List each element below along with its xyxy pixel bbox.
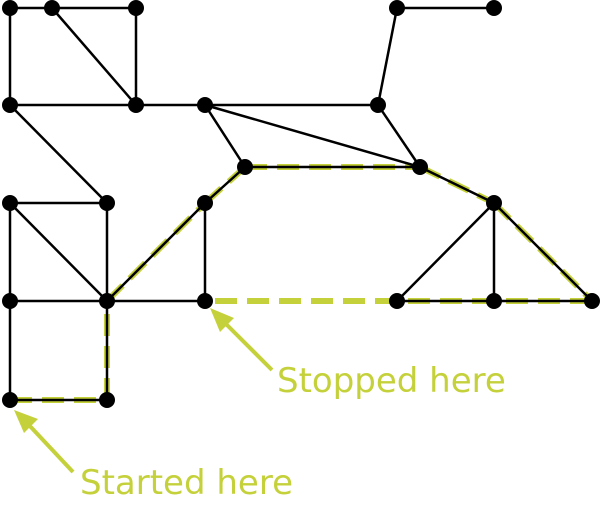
start-label: Started here — [80, 463, 293, 503]
graph-node — [197, 97, 213, 113]
graph-edge — [106, 202, 206, 302]
graph-node — [486, 0, 502, 16]
graph-edge — [419, 165, 495, 205]
graph-node — [128, 0, 144, 16]
graph-nodes — [2, 0, 600, 408]
stop-label: Stopped here — [277, 361, 506, 401]
graph-node — [2, 392, 18, 408]
graph-node — [44, 0, 60, 16]
graph-edge — [51, 7, 137, 106]
start-arrow-head — [14, 410, 38, 433]
graph-node — [99, 195, 115, 211]
stop-annotation: Stopped here — [210, 308, 506, 401]
graph-node — [128, 97, 144, 113]
graph-node — [2, 0, 18, 16]
graph-edge — [376, 7, 399, 106]
graph-edge — [396, 202, 495, 302]
graph-node — [412, 159, 428, 175]
graph-node — [486, 195, 502, 211]
graph-edge — [204, 166, 246, 204]
graph-node — [486, 293, 502, 309]
graph-node — [2, 195, 18, 211]
graph-edge — [203, 104, 247, 168]
graph-node — [197, 195, 213, 211]
stop-arrow-shaft — [222, 320, 274, 372]
graph-edges — [8, 6, 593, 402]
graph-node — [389, 293, 405, 309]
graph-node — [2, 97, 18, 113]
graph-node — [370, 97, 386, 113]
graph-edge — [493, 202, 593, 302]
graph-edge — [376, 104, 422, 168]
graph-node — [584, 293, 600, 309]
stop-arrow-head — [210, 308, 234, 332]
graph-node — [389, 0, 405, 16]
graph-edge — [204, 103, 421, 169]
graph-node — [197, 293, 213, 309]
graph-node — [2, 293, 18, 309]
start-annotation: Started here — [14, 410, 293, 503]
graph-node — [237, 159, 253, 175]
graph-edge — [9, 104, 108, 204]
start-arrow-shaft — [26, 422, 75, 474]
graph-node — [99, 293, 115, 309]
graph-node — [99, 392, 115, 408]
graph-edge — [9, 202, 108, 302]
